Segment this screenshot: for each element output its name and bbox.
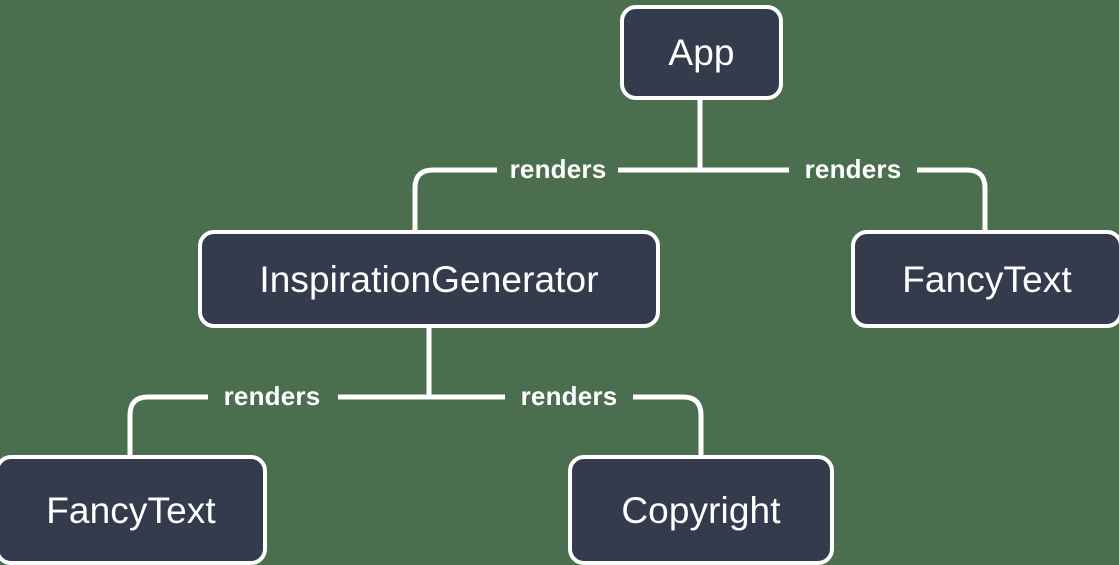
node-inspiration-generator[interactable]: InspirationGenerator	[198, 230, 660, 328]
node-fancytext-bottom-left-label: FancyText	[46, 489, 216, 531]
node-fancytext-right[interactable]: FancyText	[851, 230, 1119, 328]
node-app-label: App	[668, 32, 735, 73]
node-copyright[interactable]: Copyright	[568, 455, 834, 565]
node-inspiration-generator-label: InspirationGenerator	[259, 258, 599, 300]
edge-inspiration-generator-to-fancytext	[127, 394, 429, 455]
node-fancytext-bottom-left[interactable]: FancyText	[0, 455, 267, 565]
edge-app-to-inspiration-generator	[412, 167, 700, 230]
edge-label-app-to-inspiration-generator: renders	[509, 154, 607, 184]
edge-label-app-to-fancytext-right: renders	[804, 154, 902, 184]
node-app[interactable]: App	[620, 5, 783, 100]
node-fancytext-right-label: FancyText	[902, 258, 1072, 300]
node-copyright-label: Copyright	[621, 489, 781, 531]
edge-app-to-fancytext-right	[700, 167, 988, 230]
edge-label-inspiration-generator-to-copyright: renders	[520, 381, 618, 411]
edge-label-inspiration-generator-to-fancytext: renders	[223, 381, 321, 411]
edge-inspiration-generator-to-copyright	[429, 394, 704, 455]
